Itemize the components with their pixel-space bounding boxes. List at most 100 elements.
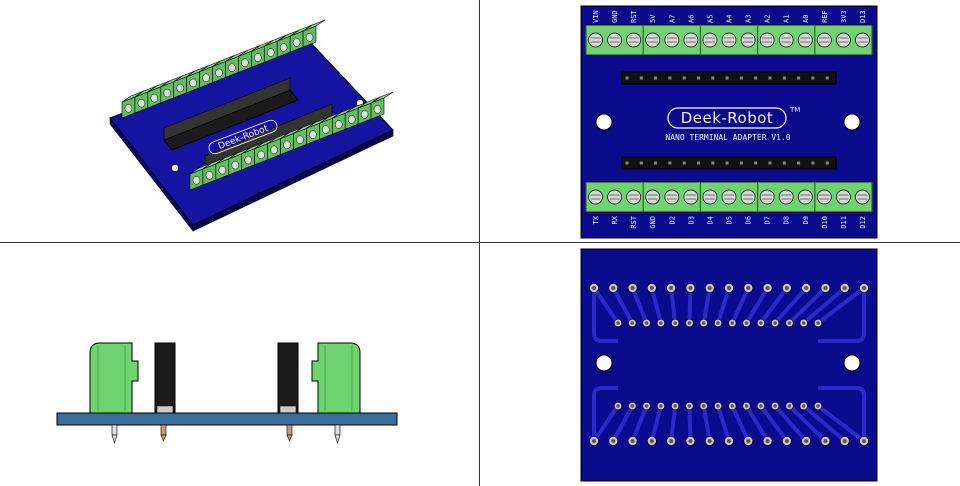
top-screw (645, 32, 661, 48)
pin-label: TX (592, 215, 600, 224)
side-header-right (277, 342, 299, 414)
pin-label: D6 (745, 216, 753, 224)
side-terminal-right (311, 342, 361, 414)
top-header-upper (621, 71, 837, 85)
bottom-pads (589, 283, 869, 446)
pin-label: D2 (668, 216, 676, 224)
mount-hole-left (595, 113, 613, 131)
side-terminal-left (89, 342, 139, 414)
side-board (56, 412, 398, 426)
iso-screw (334, 120, 343, 129)
top-screw (740, 32, 756, 48)
pin-label: A2 (764, 15, 772, 23)
iso-screw (309, 130, 317, 139)
top-screw (588, 32, 603, 48)
pin-label: A1 (783, 15, 791, 23)
iso-front-terminals (189, 91, 394, 191)
bottom-screw (683, 189, 699, 205)
pin-label: A0 (802, 15, 810, 23)
iso-screw (150, 93, 159, 103)
top-screw (664, 32, 680, 48)
bottom-screw (645, 189, 661, 205)
pin-label: D7 (764, 216, 772, 224)
pin-label: VIN (592, 10, 600, 23)
bottom-view (480, 243, 960, 486)
iso-screw (189, 78, 197, 88)
iso-screw (373, 105, 382, 114)
top-screw (759, 32, 775, 48)
side-header-left (154, 342, 176, 414)
pin-label: A7 (668, 15, 676, 23)
top-screw (836, 32, 851, 48)
pin-label: A5 (706, 15, 714, 23)
top-screw (721, 32, 737, 48)
pin-label: GND (611, 10, 619, 23)
iso-screw (296, 135, 304, 144)
pin-label: REF (821, 10, 829, 23)
pin-label: D4 (706, 216, 714, 224)
iso-screw (124, 104, 133, 113)
iso-screw (279, 43, 288, 52)
iso-screw (244, 155, 252, 165)
bottom-screw (816, 189, 832, 205)
iso-screw (283, 140, 291, 150)
bottom-screw (797, 189, 813, 205)
pin-label: A6 (687, 15, 695, 23)
bottom-screw (607, 189, 622, 205)
top-screw (855, 32, 870, 48)
bottom-screw (721, 189, 737, 205)
pin-label: RST (630, 10, 638, 23)
iso-screw (202, 73, 210, 83)
pin-label: RST (630, 215, 638, 228)
top-subtitle: NANO TERMINAL ADAPTER V1.0 (665, 133, 790, 142)
iso-screw (218, 165, 227, 175)
bottom-screw (664, 189, 680, 205)
iso-screw (305, 33, 314, 42)
pin-label: D12 (859, 216, 867, 229)
isometric-view: Deek-Robot (0, 0, 479, 242)
iso-screw (257, 150, 265, 160)
pin-label: D10 (821, 216, 829, 229)
iso-screw (192, 176, 201, 185)
bottom-screw (759, 189, 775, 205)
top-screw (702, 32, 718, 48)
bottom-screw (702, 189, 718, 205)
iso-screw (254, 53, 262, 62)
vertical-divider (479, 0, 480, 486)
pin-label: A4 (726, 15, 734, 23)
pin-label: D5 (726, 216, 734, 224)
iso-screw (231, 160, 240, 170)
top-trademark: TM (789, 106, 800, 114)
iso-screw (360, 110, 369, 119)
bottom-screw (740, 189, 756, 205)
top-screw (778, 32, 794, 48)
bottom-screw (836, 189, 851, 205)
top-screw (816, 32, 832, 48)
mount-hole-right (843, 113, 861, 131)
bottom-mount-hole-left (595, 354, 613, 372)
top-logo: Deek-Robot (681, 109, 774, 127)
horizontal-divider (0, 242, 960, 243)
pin-label: D3 (687, 216, 695, 224)
bottom-screw (778, 189, 794, 205)
pin-label: D9 (802, 216, 810, 224)
top-screw (797, 32, 813, 48)
pin-label: D8 (783, 216, 791, 224)
top-header-lower (621, 156, 837, 170)
iso-screw (228, 63, 236, 72)
top-screw (607, 32, 622, 48)
iso-screw (270, 145, 278, 155)
pin-label: 3V3 (840, 10, 848, 23)
bottom-screw (855, 189, 870, 205)
iso-screw (266, 48, 275, 57)
pin-label: 5V (649, 14, 657, 23)
pin-label: RX (611, 215, 619, 224)
bottom-terminal-row (585, 181, 873, 213)
iso-screw (163, 88, 172, 98)
pin-label: D13 (859, 10, 867, 23)
top-screw (626, 32, 642, 48)
bottom-screw (626, 189, 642, 205)
iso-back-terminals (121, 19, 326, 119)
iso-screw (322, 125, 330, 134)
